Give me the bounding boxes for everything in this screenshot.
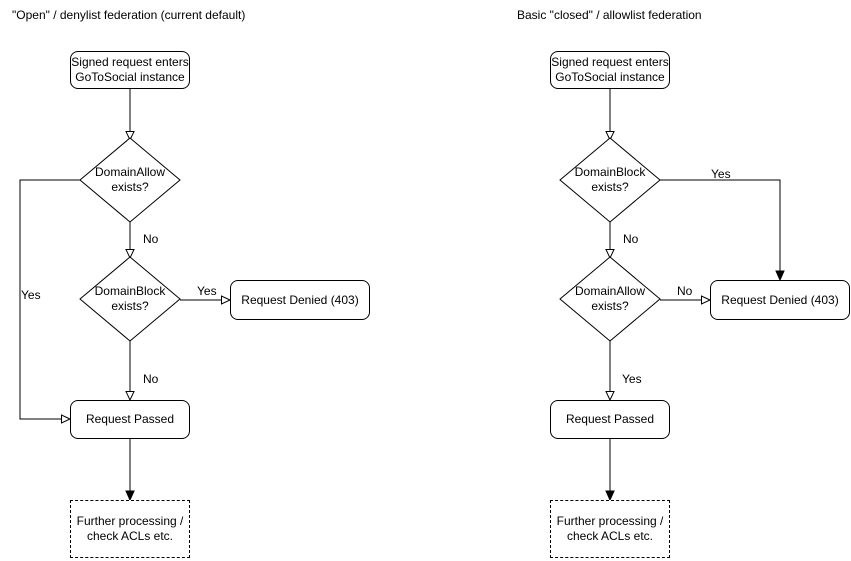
right-chart-title: Basic "closed" / allowlist federation: [517, 8, 702, 22]
left-decision2-no-label: No: [143, 372, 159, 386]
left-decision1-label: DomainAllow exists?: [94, 165, 166, 194]
left-further-node: Further processing / check ACLs etc.: [70, 500, 190, 558]
right-arrowhead-open-decision2: [605, 249, 615, 260]
left-passed-node: Request Passed: [70, 400, 190, 439]
left-decision1-yes-label: Yes: [21, 288, 41, 302]
right-arrowhead-open-denied: [701, 295, 712, 305]
right-decision1-no-label: No: [623, 232, 639, 246]
right-start-node: Signed request enters GoToSocial instanc…: [550, 51, 670, 89]
left-edge-decision1-yes-branch: [19, 179, 80, 420]
left-denied-node: Request Denied (403): [230, 280, 370, 320]
left-arrowhead-open-decision2: [125, 249, 135, 260]
right-further-node: Further processing / check ACLs etc.: [550, 500, 670, 558]
left-arrowhead-open-denied: [221, 295, 232, 305]
right-edge-decision1-yes-branch: [660, 179, 781, 272]
right-decision1-label: DomainBlock exists?: [574, 165, 646, 194]
left-arrowhead-open-passed-side: [61, 414, 72, 424]
right-decision2-no-label: No: [677, 284, 693, 298]
left-arrowhead-filled-further: [125, 490, 135, 502]
left-decision1-no-label: No: [143, 232, 159, 246]
left-start-node: Signed request enters GoToSocial instanc…: [70, 51, 190, 89]
left-chart-title: "Open" / denylist federation (current de…: [12, 8, 246, 22]
right-denied-node: Request Denied (403): [710, 280, 850, 320]
right-arrowhead-open-decision1: [605, 131, 615, 142]
right-passed-node: Request Passed: [550, 400, 670, 439]
right-decision2-yes-label: Yes: [622, 372, 642, 386]
right-decision2-label: DomainAllow exists?: [574, 284, 646, 313]
right-arrowhead-open-passed: [605, 391, 615, 402]
left-arrowhead-open-decision1: [125, 131, 135, 142]
right-arrowhead-filled-further: [605, 490, 615, 502]
left-arrowhead-open-passed: [125, 391, 135, 402]
right-decision1-yes-label: Yes: [711, 167, 731, 181]
right-arrowhead-filled-denied-top: [775, 270, 785, 282]
left-decision2-label: DomainBlock exists?: [94, 284, 166, 313]
left-decision2-yes-label: Yes: [197, 284, 217, 298]
